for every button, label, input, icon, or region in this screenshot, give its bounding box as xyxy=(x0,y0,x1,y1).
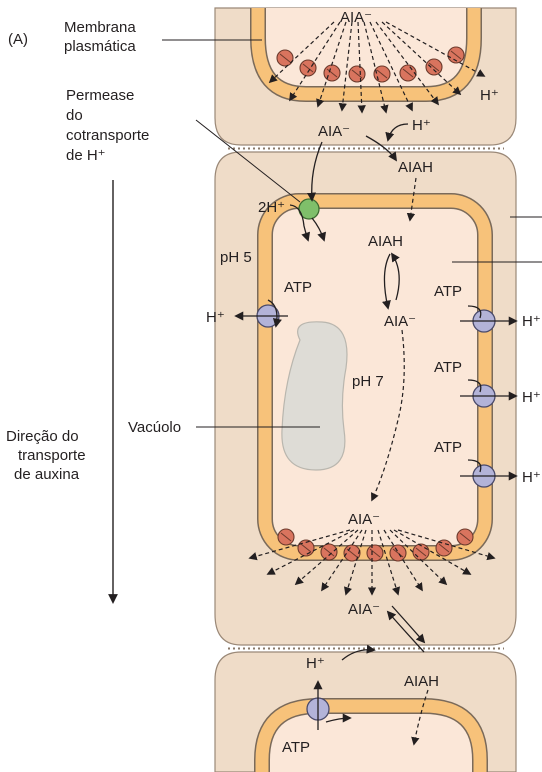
aia-anion-middle: AIA⁻ xyxy=(384,313,416,330)
efflux-carrier xyxy=(374,66,390,82)
proton-wall-top: H⁺ xyxy=(412,117,431,134)
efflux-carrier xyxy=(457,529,473,545)
atp-left: ATP xyxy=(284,279,312,296)
proton-right-1: H⁺ xyxy=(522,313,541,330)
efflux-carrier xyxy=(277,50,293,66)
vacuole-label: Vacúolo xyxy=(128,419,181,436)
atp-right-2: ATP xyxy=(434,359,462,376)
proton-wall-bottom: H⁺ xyxy=(306,655,325,672)
permease-label: Permease do cotransporte de H⁺ xyxy=(66,87,154,164)
atp-bottom: ATP xyxy=(282,739,310,756)
efflux-carrier xyxy=(367,545,383,561)
aia-anion-bottom-middle: AIA⁻ xyxy=(348,511,380,528)
efflux-carrier xyxy=(321,544,337,560)
proton-right-3: H⁺ xyxy=(522,469,541,486)
proton-right-2: H⁺ xyxy=(522,389,541,406)
proton-top-right: H⁺ xyxy=(480,87,499,104)
aia-anion-wall-top: AIA⁻ xyxy=(318,123,350,140)
efflux-carrier xyxy=(324,65,340,81)
panel-label: (A) xyxy=(8,31,28,48)
efflux-carrier xyxy=(349,66,365,82)
atp-right-1: ATP xyxy=(434,283,462,300)
efflux-carrier xyxy=(400,65,416,81)
plasma-membrane-label: Membrana plasmática xyxy=(64,19,140,55)
aia-anion-top: AIA⁻ xyxy=(340,9,372,26)
direction-label: Direção do transporte de auxina xyxy=(6,428,90,483)
aiah-middle: AIAH xyxy=(368,233,403,250)
efflux-carrier xyxy=(300,60,316,76)
efflux-carrier xyxy=(413,544,429,560)
efflux-carrier xyxy=(390,545,406,561)
ph-wall-label: pH 5 xyxy=(220,249,252,266)
proton-left: H⁺ xyxy=(206,309,225,326)
aia-anion-wall-bottom: AIA⁻ xyxy=(348,601,380,618)
aiah-wall-top: AIAH xyxy=(398,159,433,176)
efflux-carrier xyxy=(426,59,442,75)
aiah-wall-bottom: AIAH xyxy=(404,673,439,690)
two-protons: 2H⁺ xyxy=(258,199,285,216)
ph-cytosol-label: pH 7 xyxy=(352,373,384,390)
atp-right-3: ATP xyxy=(434,439,462,456)
efflux-carrier xyxy=(278,529,294,545)
